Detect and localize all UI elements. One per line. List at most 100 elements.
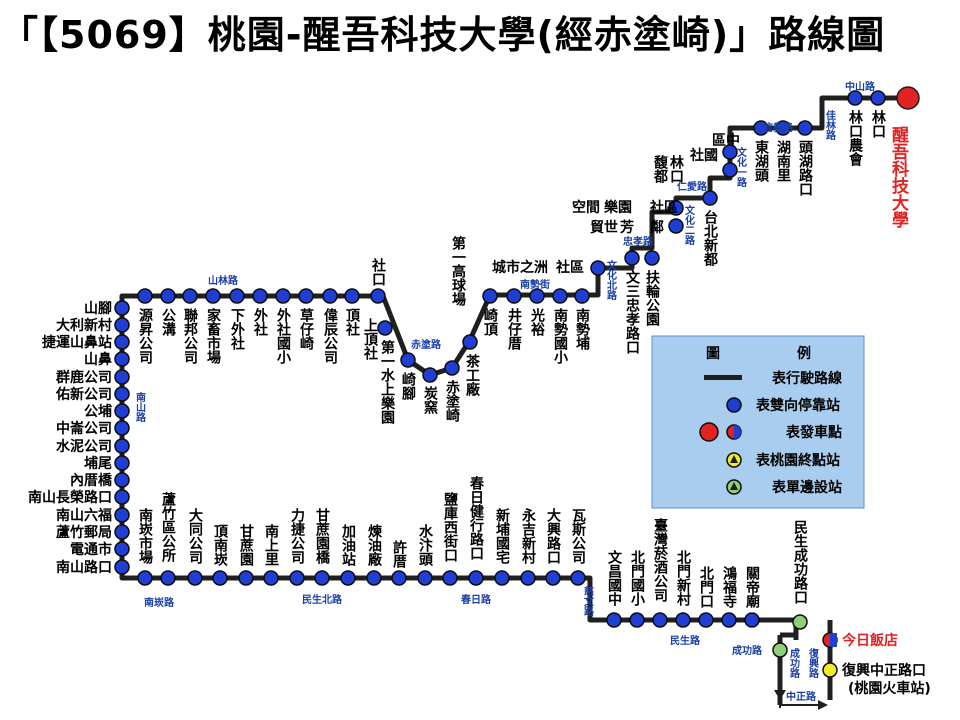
legend-item-label: 表桃園終點站 [755, 452, 840, 469]
stop-label: 甘蔗園 [238, 523, 255, 567]
stop-label: 鴻福寺 [721, 565, 738, 609]
stop-marker [252, 288, 268, 304]
origin-stop-icon [699, 422, 719, 442]
stop-label: 煉油廠 [366, 523, 382, 567]
stop-label: 家畜市場 [205, 307, 221, 365]
stop-label: 貿 [590, 219, 604, 236]
stop-labels-row3: 台北新都 社區 鄰 樂園 芳 空間 貿 世 [572, 199, 719, 267]
legend-header-left: 圖 [706, 345, 720, 362]
stop-label: 林口 [870, 109, 886, 138]
stop-label: 芳 [620, 219, 634, 236]
stop-label: 社國 [689, 147, 718, 164]
stop-marker [114, 524, 130, 540]
stop-marker [545, 570, 561, 586]
stop-marker [114, 334, 130, 350]
stop-label: 北門口 [698, 566, 714, 608]
stop-marker [462, 334, 478, 350]
origin-stop-half-icon [734, 425, 741, 439]
road-label: 赤塗路 [411, 338, 442, 351]
stop-marker [114, 351, 130, 367]
stop-label: 復興中正路口 [841, 662, 926, 679]
road-label: 文化二路 [683, 204, 695, 246]
road-label: 文化北路 [605, 259, 617, 301]
stop-label: 樂園 [603, 199, 632, 216]
stop-marker [366, 570, 382, 586]
single-side-stop [772, 642, 788, 658]
stop-label: 山鼻 [84, 351, 112, 368]
road-label: 仁愛路 [677, 180, 708, 193]
stop-label: 社區 [649, 199, 678, 216]
stop-label: 東湖頭 [753, 139, 769, 183]
stop-marker [137, 570, 153, 586]
stop-label: 南勢國小 [552, 307, 568, 365]
stop-labels-mid: 茶工廠 赤塗崎 炭窯 崎腳 第一水上樂園 上頂社 社口 [362, 257, 481, 425]
stop-marker [344, 288, 360, 304]
stop-marker [744, 612, 760, 628]
stop-marker [870, 90, 886, 106]
stop-marker [652, 612, 668, 628]
stop-label: 城市之洲 [492, 259, 548, 276]
stop-marker [570, 570, 586, 586]
stop-label: 春日健行路口 [468, 475, 485, 560]
stop-label: 崎頂 [482, 307, 498, 337]
stop-marker [160, 570, 176, 586]
stop-label: 下外社 [229, 308, 246, 351]
stop-marker [114, 300, 130, 316]
legend-item-label: 表行駛路線 [771, 370, 842, 387]
legend: 圖 例 表行駛路線 表雙向停靠站 表發車點 表桃園終點站 表單邊設站 [651, 335, 865, 509]
stop-marker [624, 250, 640, 266]
stop-labels-row4: 扶輪公園 文三忠孝路口 社區 城市之洲 [492, 259, 660, 354]
stop-labels-bottom: 南崁市場 蘆竹區公所 大同公司 頂南崁 甘蔗園 南上里 力捷公司 甘蔗園橋 加油… [137, 475, 808, 609]
stop-marker [114, 438, 130, 454]
stop-labels-left: 山腳 大利新村 捷運山鼻站 山鼻 群鹿公司 佑新公司 公埔 中崙公司 水泥公司 … [28, 301, 113, 576]
stop-marker [114, 489, 130, 505]
stop-marker [114, 455, 130, 471]
stop-label: 茶工廠 [464, 353, 481, 397]
road-label: 民生路 [670, 634, 701, 647]
stop-label: 今日飯店 [841, 632, 898, 649]
origin-stop [896, 86, 920, 110]
stop-label: 馥都 [652, 154, 669, 184]
stop-marker [422, 367, 438, 383]
stop-label: 南上里 [263, 523, 279, 566]
stop-marker [590, 260, 606, 276]
stop-label: 頂南崁 [212, 524, 228, 567]
road-label: 中山路 [845, 80, 876, 93]
stop-marker [775, 120, 791, 136]
stop-label: 世 [604, 219, 618, 236]
stop-label: 文三忠孝路口 [624, 269, 641, 354]
stop-marker [391, 570, 407, 586]
road-label: 慈文路 [582, 585, 594, 617]
stop-label: 赤塗崎 [444, 380, 460, 423]
stop-label: 北門新村 [675, 550, 691, 607]
stop-label: 南山路口 [56, 559, 112, 576]
stop-label: (桃園火車站) [848, 680, 931, 697]
arrow-icon [818, 700, 828, 710]
stop-label: 頂社 [344, 308, 361, 337]
stop-label: 中崙公司 [56, 420, 112, 437]
stop-marker [722, 144, 738, 160]
stop-marker [114, 420, 130, 436]
road-label: 信義路 [763, 121, 794, 134]
stop-marker [753, 120, 769, 136]
stop-marker [114, 472, 130, 488]
stop-label: 第一高球場 [450, 235, 466, 307]
stop-label: 許厝 [391, 539, 407, 569]
stop-label: 南山長榮路口 [28, 489, 112, 506]
road-label: 春日路 [461, 593, 492, 606]
road-label: 成功路 [788, 647, 800, 679]
stop-marker [675, 612, 691, 628]
stop-label: 外社 [252, 307, 269, 337]
stop-label: 炭窯 [422, 385, 438, 415]
stop-marker [114, 317, 130, 333]
stop-marker [322, 288, 338, 304]
stop-label: 頭湖路口 [797, 140, 813, 196]
stop-label: 聯邦公司 [182, 307, 198, 365]
legend-item-label: 表發車點 [785, 424, 842, 441]
stop-labels-end: 今日飯店 復興中正路口 (桃園火車站) [841, 632, 931, 697]
arrow-icon [774, 690, 786, 700]
stop-marker [263, 570, 279, 586]
stop-marker [114, 403, 130, 419]
road-label: 民生北路 [302, 593, 343, 606]
origin-label: 醒吾科技大學 [888, 126, 909, 229]
